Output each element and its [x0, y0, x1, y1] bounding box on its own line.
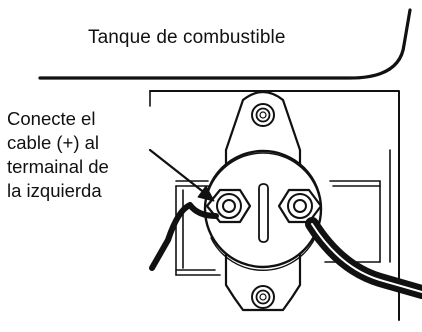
fuel-tank-label: Tanque de combustible	[88, 27, 286, 48]
instruction-line-1: Conecte el	[7, 108, 96, 129]
instruction-line-2: cable (+) al	[7, 132, 100, 153]
right-cable-highlight	[311, 223, 422, 293]
right-terminal	[277, 188, 323, 224]
callout-arrow-line	[148, 148, 208, 196]
bottom-mounting-screw	[251, 285, 275, 309]
callout-arrowhead	[197, 185, 215, 202]
fuel-tank-outline	[38, 8, 412, 80]
instruction-line-4: la izquierda	[7, 180, 102, 201]
top-mounting-screw	[251, 103, 275, 127]
frame-outline	[149, 90, 400, 321]
relay-center-divider	[258, 183, 269, 243]
instruction-line-3: termainal de	[7, 156, 109, 177]
right-cable	[305, 217, 422, 299]
housing-rails	[149, 90, 391, 276]
left-cable	[149, 202, 219, 271]
